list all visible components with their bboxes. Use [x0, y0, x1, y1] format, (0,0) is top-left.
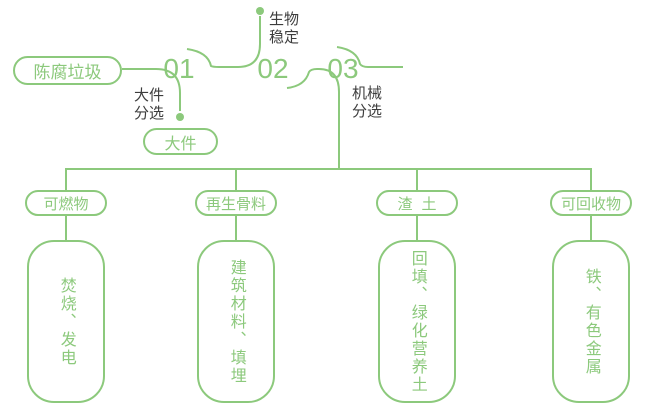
step-label-bio-stabilization: 生物 稳定 — [269, 11, 300, 46]
category-pill-combustibles: 可燃物 — [25, 190, 107, 216]
category-label: 再生骨料 — [205, 195, 266, 213]
step-label-bulky-sorting: 大件 分选 — [134, 87, 165, 122]
step-number-01: 01 — [163, 53, 195, 84]
connector-step03-tail — [336, 46, 403, 68]
output-text: 回填、绿化营养土 — [408, 249, 426, 394]
output-box-iron-nonferrous-metal: 铁、有色金属 — [552, 240, 630, 403]
output-box-incineration-power: 焚烧、发电 — [27, 240, 105, 403]
output-text: 焚烧、发电 — [57, 276, 75, 367]
category-label: 可燃物 — [43, 195, 89, 213]
step-number-02: 02 — [257, 53, 289, 84]
bulky-items-pill: 大件 — [143, 128, 218, 155]
category-pill-slag-soil: 渣土 — [376, 190, 458, 216]
category-pill-recycled-aggregate: 再生骨料 — [195, 190, 277, 216]
connector-step01-to-step02 — [186, 16, 261, 68]
bulky-items-label: 大件 — [164, 135, 197, 153]
output-box-backfill-nutrient-soil: 回填、绿化营养土 — [378, 240, 456, 403]
bulky-branch-dot — [176, 113, 184, 121]
branch-bus-line — [65, 168, 592, 190]
category-label: 渣土 — [397, 195, 446, 213]
category-pill-recyclables: 可回收物 — [550, 190, 632, 216]
source-pill-label: 陈腐垃圾 — [33, 63, 102, 82]
connector-step02-to-branches — [286, 68, 340, 169]
step-number-03: 03 — [327, 53, 359, 84]
step-label-mechanical-sorting: 机械 分选 — [352, 85, 383, 120]
output-text: 建筑材料、填埋 — [227, 258, 245, 385]
output-text: 铁、有色金属 — [582, 267, 600, 376]
source-pill-aged-refuse: 陈腐垃圾 — [13, 56, 122, 85]
output-box-construction-landfill: 建筑材料、填埋 — [197, 240, 275, 403]
pill-to-box-connectors — [65, 216, 592, 240]
connector-source-to-step01 — [122, 68, 181, 111]
bio-stabilization-dot — [256, 7, 264, 15]
category-label: 可回收物 — [560, 195, 621, 213]
